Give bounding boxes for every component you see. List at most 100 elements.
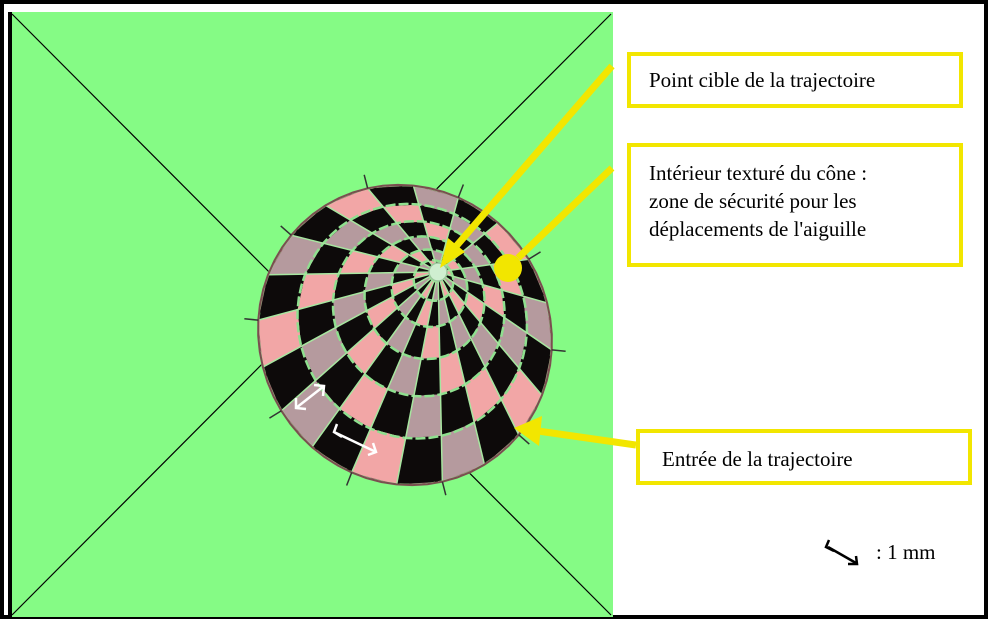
cone-tile [387, 353, 422, 396]
cone-tile [333, 273, 369, 301]
cone-tile [346, 328, 387, 375]
cone-tile [439, 350, 466, 395]
cone-rim-spike [363, 174, 369, 189]
cone-tile [427, 300, 440, 327]
cone-tile [402, 323, 428, 359]
cone-tile [466, 279, 485, 304]
cone-grid-spoke [280, 271, 439, 412]
cone-grid-spoke [437, 271, 486, 465]
cone-grid-spoke [412, 185, 439, 273]
cone-rim-spike [345, 472, 353, 486]
cone-tile [305, 243, 353, 275]
cone-tile [416, 278, 433, 296]
cone-tile [523, 296, 552, 350]
cone-tile [421, 279, 435, 300]
cone-tile [446, 259, 462, 271]
cone-tile [465, 367, 502, 423]
cone-grid-spoke [437, 271, 520, 436]
cone-tile [281, 380, 340, 448]
cone-tile [470, 322, 499, 368]
cone-tile [475, 264, 502, 291]
target-pointer-arrow [440, 63, 615, 268]
cone-tile [485, 343, 520, 400]
scale-legend: : 1 mm [824, 540, 936, 565]
cone-tile [258, 309, 302, 368]
cone-tile [297, 300, 336, 347]
cone-tile [338, 250, 379, 274]
cone-tile [440, 279, 449, 298]
safety-zone-label-line-3: déplacements de l'aiguille [649, 217, 867, 241]
cone-tile [452, 276, 468, 293]
cone-tile [396, 221, 428, 238]
cone-tile [462, 243, 491, 267]
interior-pointer-arrow [515, 165, 615, 261]
cone-tile [339, 374, 388, 429]
cone-tile [315, 353, 365, 409]
cone-tile [413, 185, 459, 214]
cone-tile [440, 384, 475, 436]
trajectory-entry-callout: Entrée de la trajectoire [636, 429, 972, 485]
cone-tile [396, 435, 443, 485]
cone-tile [448, 288, 465, 314]
cone-tile [464, 292, 485, 323]
cone-tile [386, 317, 416, 354]
cone-grid-spoke [258, 271, 439, 321]
cone-tile [439, 321, 457, 358]
cone-tile [426, 280, 437, 301]
cone-grid-spoke [325, 204, 439, 273]
cone-tile [442, 275, 454, 289]
cone-tile [519, 332, 552, 396]
cone-tile [441, 277, 453, 294]
cone-tile [414, 276, 432, 291]
cone-grid-spoke [437, 271, 444, 482]
cone-tile [372, 223, 410, 245]
cone-grid-spoke [311, 271, 439, 448]
cone-tile [452, 282, 468, 304]
cone-tile [418, 204, 454, 229]
cone-grid-ring [412, 259, 455, 302]
entry-pointer-arrow [514, 416, 637, 449]
cone-tile [378, 244, 410, 263]
cone-tile [501, 290, 527, 333]
cone-tile [364, 272, 395, 292]
cone-tile [370, 389, 414, 438]
scale-legend-arrow-icon [824, 539, 859, 566]
cone-tile [366, 296, 398, 329]
cone-tile [335, 310, 375, 354]
safety-zone-callout: Intérieur texturé du cône : zone de sécu… [627, 143, 963, 267]
cone-rim-spike [457, 184, 465, 198]
cone-tile [482, 284, 505, 318]
cone-tile [458, 303, 481, 339]
cone-tile [397, 290, 422, 318]
cone-rim-spike [269, 410, 282, 419]
cone-rim-spike [528, 251, 541, 260]
cone-tile [498, 317, 527, 369]
cone-grid-spoke [395, 271, 439, 485]
cone-grid-spoke [437, 271, 548, 304]
safety-zone-label-line-1: Intérieur texturé du cône : [649, 161, 868, 185]
cone-rim-spike [551, 349, 566, 353]
cone-tile [405, 295, 427, 324]
cone-tile [291, 205, 351, 244]
safety-zone-label-line-2: zone de sécurité pour les [649, 189, 857, 213]
target-point-label: Point cible de la trajectoire [649, 68, 876, 92]
cone-tile [311, 408, 371, 473]
cone-rim-spike [441, 481, 447, 496]
cone-tile [394, 262, 419, 273]
target-point [428, 262, 448, 282]
cone-tile [441, 422, 485, 482]
cone-rim-spike [244, 317, 259, 321]
cone-grid-spoke [262, 271, 439, 368]
scale-legend-label: : 1 mm [876, 540, 936, 564]
cone-tile [258, 274, 306, 321]
target-point-callout: Point cible de la trajectoire [627, 52, 963, 108]
cone-tile [391, 272, 416, 285]
cone-grid-spoke [367, 187, 439, 273]
textured-cone [244, 174, 566, 496]
cone-tile [444, 293, 459, 322]
cone-tile [419, 249, 435, 261]
cone-tile [453, 197, 499, 234]
cone-grid-spoke [437, 271, 543, 396]
cone-tile [409, 236, 432, 251]
